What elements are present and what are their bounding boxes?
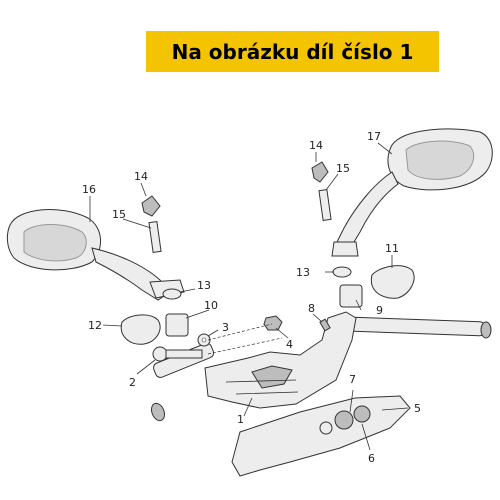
callout-6: 6 <box>368 452 375 465</box>
small-parts <box>120 161 415 362</box>
callout-11: 11 <box>385 242 399 255</box>
banner-text: Na obrázku díl číslo 1 <box>171 39 414 64</box>
callout-10: 10 <box>204 299 218 312</box>
handlebar-bracket <box>204 311 357 409</box>
callout-14-right: 14 <box>309 139 323 152</box>
callout-2: 2 <box>129 376 136 389</box>
callout-7: 7 <box>349 373 356 386</box>
callout-1: 1 <box>237 413 244 426</box>
lower-cover <box>231 395 411 477</box>
callout-4: 4 <box>286 338 293 351</box>
callout-12: 12 <box>88 319 102 332</box>
callout-15-right: 15 <box>336 162 350 175</box>
leader-lines <box>89 142 409 451</box>
callout-17: 17 <box>367 130 381 143</box>
callout-5: 5 <box>414 402 421 415</box>
callout-14-left: 14 <box>134 170 148 183</box>
callout-13-left: 13 <box>197 279 211 292</box>
callouts: 1 2 3 4 5 6 7 8 9 10 11 12 13 13 14 14 1… <box>82 130 421 465</box>
right-mirror <box>331 128 493 257</box>
callout-15-left: 15 <box>112 208 126 221</box>
part-number-banner: Na obrázku díl číslo 1 <box>146 31 439 72</box>
callout-13-right: 13 <box>296 266 310 279</box>
callout-8: 8 <box>308 302 315 315</box>
callout-16: 16 <box>82 183 96 196</box>
left-mirror <box>6 209 185 301</box>
callout-9: 9 <box>376 304 383 317</box>
callout-3: 3 <box>222 321 229 334</box>
